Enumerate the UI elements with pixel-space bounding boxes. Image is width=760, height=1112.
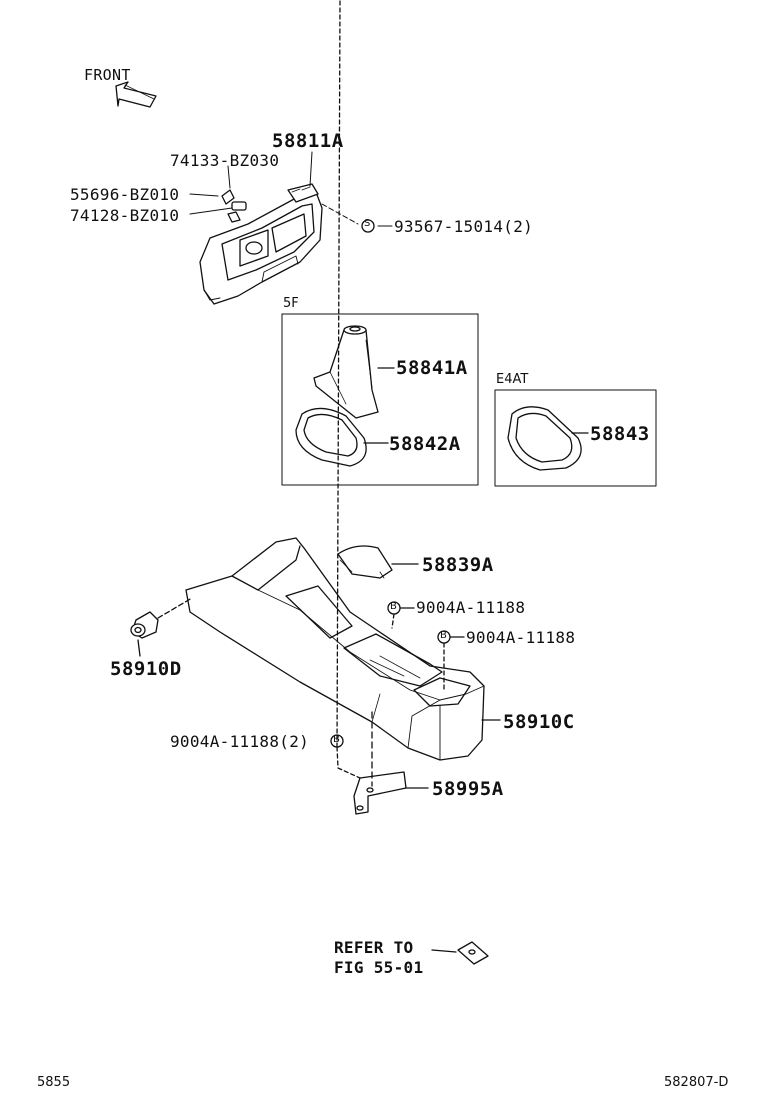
- front-arrow-icon: [115, 81, 157, 108]
- screw-callout-s-letter: S: [364, 218, 371, 229]
- part-label-74133-bz030: 74133-BZ030: [170, 151, 280, 170]
- leader-lines-upper: [189, 151, 393, 227]
- console-lid-58839a: [337, 545, 393, 579]
- part-label-58995a: 58995A: [432, 778, 504, 800]
- leader-bolt-3-path: [336, 746, 361, 779]
- leader-bolt-1: [391, 613, 395, 629]
- part-label-9004a-11188-a: 9004A-11188: [416, 598, 526, 617]
- refer-line-2: FIG 55-01: [334, 958, 424, 977]
- part-label-58910c: 58910C: [503, 711, 575, 733]
- leader-refer: [431, 949, 457, 953]
- refer-line-1: REFER TO: [334, 938, 414, 957]
- console-box-58910c: [185, 537, 485, 761]
- part-label-58842a: 58842A: [389, 433, 461, 455]
- part-label-9004a-11188-2: 9004A-11188(2): [170, 732, 310, 751]
- part-label-58811a: 58811A: [272, 130, 344, 152]
- upper-console-panel-58811a: [199, 183, 323, 305]
- part-label-9004a-11188-b: 9004A-11188: [466, 628, 576, 647]
- part-label-58839a: 58839A: [422, 554, 494, 576]
- part-label-58910d: 58910D: [110, 658, 182, 680]
- power-socket-58910d: [130, 611, 159, 639]
- footer-right-code: 582807-D: [664, 1075, 729, 1090]
- part-label-58841a: 58841A: [396, 357, 468, 379]
- bolt-callout-b-letter-3: B: [333, 734, 340, 745]
- variant-label-e4at: E4AT: [496, 372, 529, 387]
- shift-bezel-58842a: [295, 407, 367, 467]
- footer-left-code: 5855: [37, 1075, 71, 1090]
- refer-clip-icon: [457, 941, 489, 965]
- bracket-58995a: [353, 771, 407, 815]
- part-label-74128-bz010: 74128-BZ010: [70, 206, 180, 225]
- shift-boot-58841a: [313, 325, 379, 419]
- bolt-callout-b-letter-2: B: [440, 630, 447, 641]
- front-label: FRONT: [84, 66, 131, 84]
- part-label-55696-bz010: 55696-BZ010: [70, 185, 180, 204]
- bolt-callout-b-letter-1: B: [390, 601, 397, 612]
- box-e4at-frame: [494, 389, 657, 487]
- screw-callout-s-icon: [361, 219, 375, 233]
- leader-bolt-3: [336, 0, 341, 748]
- box-5f-frame: [281, 313, 479, 486]
- shift-bezel-58843: [507, 406, 582, 471]
- part-label-58843: 58843: [590, 423, 650, 445]
- leader-58910d: [157, 597, 193, 619]
- leader-58910d-label: [137, 639, 141, 657]
- variant-label-5f: 5F: [283, 296, 299, 311]
- part-label-93567-15014: 93567-15014(2): [394, 217, 534, 236]
